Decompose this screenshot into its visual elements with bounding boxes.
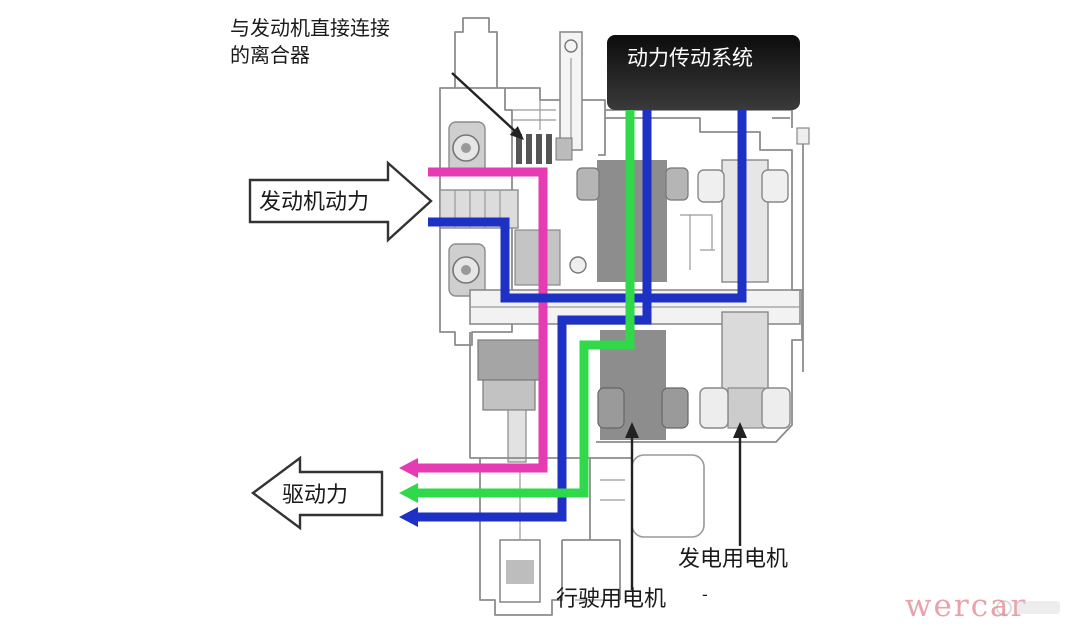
housing-upper-ribs (512, 100, 556, 130)
drive-motor-stator-upper-left (576, 167, 600, 201)
housing-top-left (454, 17, 498, 88)
housing-damper (439, 87, 513, 346)
traction-motor-callout-arrowhead (625, 422, 639, 438)
watermark-logo-icon (996, 600, 1060, 616)
powertrain-label-box (607, 35, 800, 110)
powertrain-label: 动力传动系统 (627, 46, 753, 70)
drive-motor-stator-lower-right (661, 387, 689, 429)
generator-stator-upper-left (697, 169, 725, 203)
top-shaft-bolt (564, 39, 578, 53)
clutch-callout-arrowhead (509, 126, 524, 140)
counter-gear-upper (477, 339, 541, 381)
clutch-label-line1: 与发动机直接连接 (230, 16, 390, 40)
drive-motor-stator-upper-right (665, 167, 689, 201)
generator-power-arrowhead (399, 507, 418, 527)
clutch-label-line2: 的离合器 (230, 43, 310, 67)
differential-gear-inner (506, 560, 534, 584)
clutch-callout-line (451, 72, 517, 133)
input-shaft-ribs (454, 190, 501, 228)
traction-motor-label: 行驶用电机 (556, 587, 666, 612)
generator-stator-lower-left (699, 387, 729, 429)
generator-stator-lower-right (761, 387, 791, 429)
clutch-pack (516, 134, 573, 164)
engine-power-path (416, 167, 548, 473)
generator-bracket (680, 214, 715, 270)
engine-power-arrowhead (399, 458, 418, 478)
generator-rotor-lower (721, 311, 769, 393)
housing-right (596, 117, 803, 443)
lower-detail-lines (519, 465, 625, 601)
watermark-text: wercar (905, 588, 1027, 624)
planetary-gear-bolt (569, 256, 587, 274)
right-bolt-head (796, 127, 810, 145)
drive-power-label: 驱动力 (282, 483, 348, 508)
drive-motor-stator-lower-left (597, 387, 625, 429)
housing-lower-mid (480, 457, 632, 600)
generator-callout-arrowhead (733, 422, 747, 438)
damper-spring-upper-center (461, 143, 471, 153)
motor-power-arrowhead-left (399, 483, 418, 503)
generator-rotor-base (727, 387, 765, 429)
dash-mark: - (702, 585, 708, 604)
planetary-gear-upper (514, 229, 561, 286)
engine-power-input-arrow (248, 160, 433, 243)
engine-power-label: 发动机动力 (259, 190, 369, 215)
housing-lower-left (469, 332, 563, 616)
motor-power-path (416, 100, 635, 498)
generator-stator-upper-right (761, 169, 789, 203)
drive-power-output-arrow (250, 455, 384, 531)
generator-motor-label: 发电用电机 (678, 547, 788, 572)
damper-spring-lower-center (461, 265, 471, 275)
counter-gear-lower (482, 379, 536, 411)
housing-upper-center (505, 87, 606, 156)
differential-case (631, 454, 705, 538)
counter-shaft (507, 409, 527, 463)
